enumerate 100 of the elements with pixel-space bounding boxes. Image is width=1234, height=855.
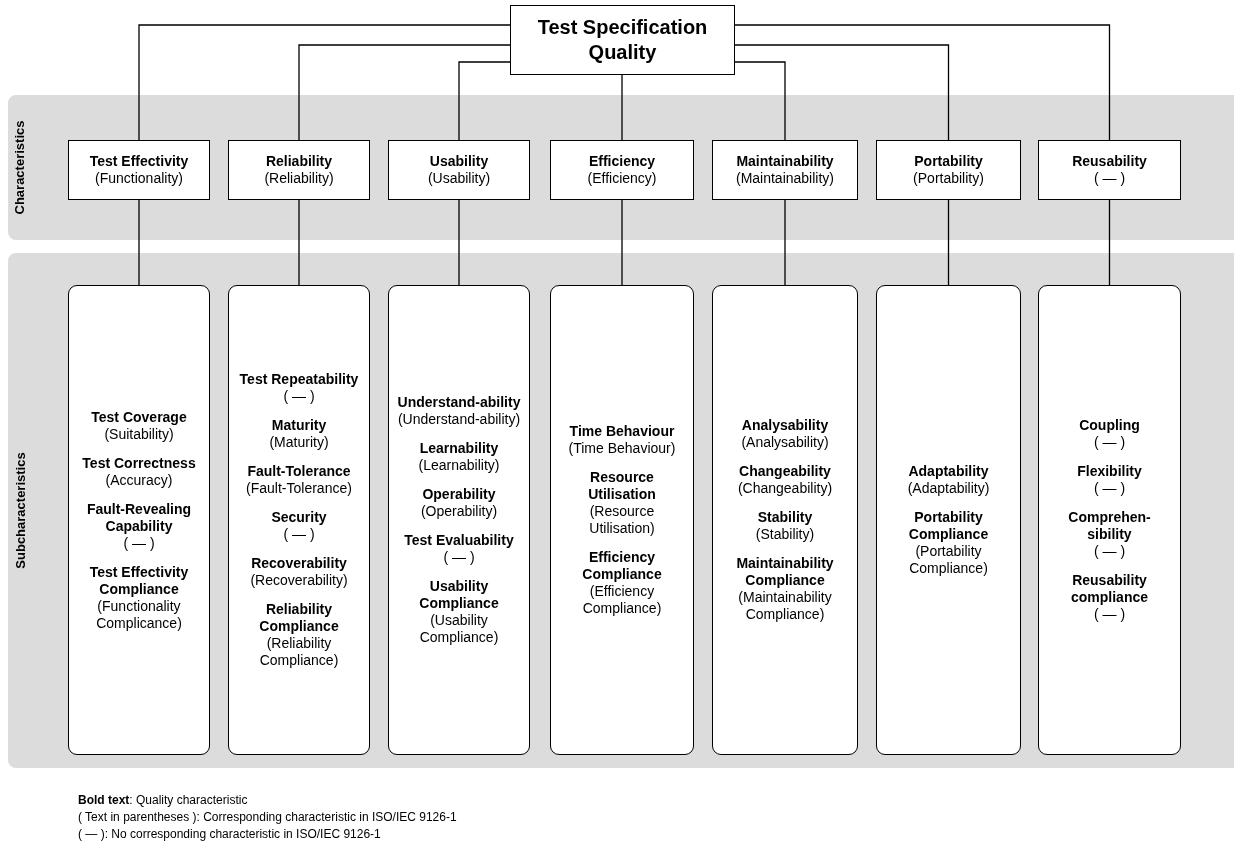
- characteristic-name: Changeability: [739, 463, 831, 480]
- characteristic-box: [876, 140, 1021, 200]
- iso-equivalent: (Functionality): [95, 170, 183, 187]
- iso-equivalent: ( — ): [283, 388, 315, 405]
- connector-line: [458, 61, 511, 141]
- characteristic-name: Test Correctness: [82, 454, 196, 472]
- subcharacteristic-box: [68, 285, 210, 755]
- connector-line: [734, 24, 1111, 141]
- characteristic-name: Security: [271, 509, 327, 526]
- characteristic-name: Reusability compliance: [1070, 572, 1149, 606]
- subcharacteristic-box: [550, 285, 694, 755]
- characteristic-name: Fault-Tolerance: [247, 463, 351, 480]
- iso-equivalent: (Recoverability): [250, 572, 348, 589]
- subcharacteristic-box: [388, 285, 530, 755]
- iso-equivalent: (Resource Utilisation): [588, 503, 656, 537]
- characteristic-name: Time Behaviour: [569, 423, 675, 440]
- iso-equivalent: (Efficiency Compliance): [581, 583, 663, 617]
- band-label: Subcharacteristics: [12, 452, 28, 569]
- characteristic-name: Test Effectivity: [89, 153, 189, 170]
- characteristic-name: Resource Utilisation: [587, 469, 657, 503]
- iso-equivalent: (Adaptability): [907, 480, 990, 497]
- connector-line: [784, 199, 786, 286]
- characteristic-name: Efficiency: [588, 153, 656, 170]
- characteristic-name: Reliability: [265, 153, 333, 170]
- iso-equivalent: (Maintainability Compliance): [737, 589, 833, 623]
- iso-equivalent: (Learnability): [418, 457, 500, 474]
- root-box: [510, 5, 735, 75]
- iso-equivalent: (Maintainability): [735, 170, 834, 187]
- iso-equivalent: (Reliability Compliance): [258, 635, 340, 669]
- iso-equivalent: ( — ): [1093, 543, 1126, 560]
- characteristic-name: Adaptability: [908, 463, 989, 480]
- iso-equivalent: (Efficiency): [587, 170, 657, 187]
- characteristic-name: Test Coverage: [91, 408, 187, 426]
- iso-equivalent: (Usability Compliance): [418, 612, 500, 646]
- iso-equivalent: (Usability): [427, 170, 491, 187]
- subcharacteristic-box: [712, 285, 858, 755]
- subcharacteristic-box: [876, 285, 1021, 755]
- subcharacteristic-box: [1038, 285, 1181, 755]
- connector-line: [621, 74, 623, 141]
- connector-line: [298, 44, 511, 141]
- band-background: [8, 95, 1234, 240]
- characteristic-box: [550, 140, 694, 200]
- connector-line: [621, 199, 623, 286]
- characteristic-name: Usability: [429, 153, 489, 170]
- characteristic-name: Stability: [757, 509, 813, 526]
- connector-line: [138, 199, 140, 286]
- iso-equivalent: (Suitability): [104, 425, 174, 443]
- iso-equivalent: ( — ): [1093, 480, 1126, 497]
- characteristic-name: Reliability Compliance: [258, 601, 340, 635]
- band-label: Characteristics: [12, 120, 28, 215]
- characteristic-name: Analysability: [741, 417, 829, 434]
- connector-line: [138, 24, 511, 141]
- characteristic-name: Operability: [422, 486, 496, 503]
- subcharacteristic-box: [228, 285, 370, 755]
- characteristic-box: [228, 140, 370, 200]
- characteristic-name: Comprehen-sibility: [1067, 509, 1152, 543]
- iso-equivalent: (Changeability): [737, 480, 833, 497]
- characteristic-name: Flexibility: [1077, 463, 1142, 480]
- iso-equivalent: (Fault-Tolerance): [246, 480, 352, 497]
- characteristic-box: [68, 140, 210, 200]
- band-background: [8, 253, 1234, 768]
- characteristic-name: Maintainability: [736, 153, 834, 170]
- characteristic-name: Learnability: [419, 440, 499, 457]
- iso-equivalent: (Maturity): [269, 434, 329, 451]
- characteristic-name: Test Evaluability: [404, 532, 514, 549]
- iso-equivalent: ( — ): [283, 526, 315, 543]
- characteristic-name: Maturity: [271, 417, 327, 434]
- legend-note: ( Text in parentheses ): Corresponding characteristic in ISO/IEC 9126-1: [78, 809, 457, 826]
- legend-note: ( — ): No corresponding characteristic in ISO/IEC 9126-1: [78, 826, 381, 843]
- iso-equivalent: (Stability): [755, 526, 815, 543]
- connector-line: [734, 61, 786, 141]
- characteristic-name: Reusability: [1072, 153, 1147, 170]
- characteristic-box: [1038, 140, 1181, 200]
- iso-equivalent: (Functionality Complicance): [95, 597, 183, 632]
- connector-line: [458, 199, 460, 286]
- characteristic-name: Coupling: [1079, 417, 1140, 434]
- iso-equivalent: (Operability): [420, 503, 498, 520]
- characteristic-name: Usability Compliance: [418, 578, 500, 612]
- connector-line: [298, 199, 300, 286]
- legend-note: Bold text: Quality characteristic: [78, 792, 248, 809]
- iso-equivalent: (Understand-ability): [397, 411, 521, 428]
- iso-equivalent: (Portability Compliance): [908, 543, 989, 577]
- iso-equivalent: ( — ): [1093, 170, 1126, 187]
- characteristic-name: Test Repeatability: [239, 371, 359, 388]
- iso-equivalent: (Accuracy): [105, 471, 173, 489]
- iso-equivalent: ( — ): [1093, 434, 1126, 451]
- characteristic-name: Test Effectivity Compliance: [88, 563, 190, 598]
- iso-equivalent: (Time Behaviour): [568, 440, 676, 457]
- connector-line: [947, 199, 950, 286]
- characteristic-name: Maintainability Compliance: [735, 555, 835, 589]
- characteristic-name: Portability Compliance: [907, 509, 990, 543]
- iso-equivalent: (Portability): [913, 170, 984, 187]
- characteristic-name: Portability: [914, 153, 983, 170]
- iso-equivalent: (Reliability): [264, 170, 334, 187]
- characteristic-name: Recoverability: [251, 555, 347, 572]
- characteristic-name: Fault-Revealing Capability: [85, 500, 193, 535]
- characteristic-name: Understand-ability: [397, 394, 521, 411]
- iso-equivalent: (Analysability): [741, 434, 829, 451]
- connector-line: [734, 44, 950, 141]
- characteristic-box: [712, 140, 858, 200]
